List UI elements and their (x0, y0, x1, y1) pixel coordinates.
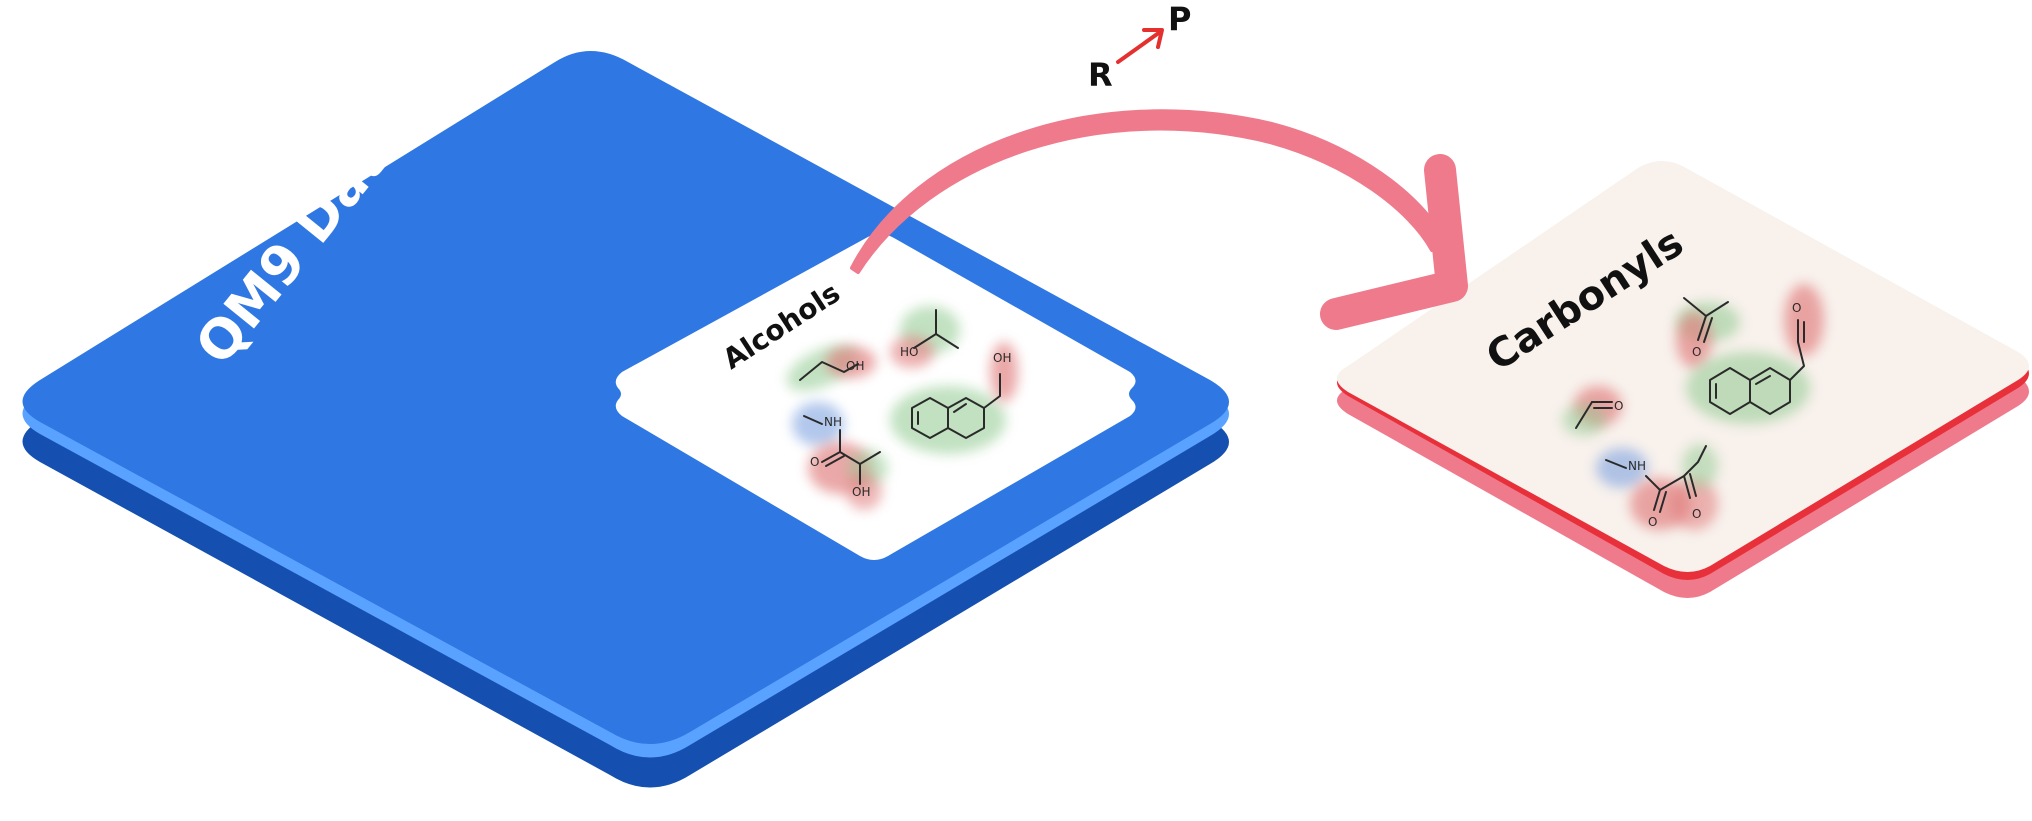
amide-n-label: NH (824, 415, 842, 429)
molecule-lactamide: NH O OH (792, 402, 888, 510)
carbonyl-o-label: O (1648, 515, 1657, 529)
carbonyls-slab-top (1337, 161, 2029, 572)
hydroxyl-label: OH (852, 485, 870, 499)
carbonyls-slab: Carbonyls O O (1337, 161, 2029, 598)
molecule-pyruvamide: NH O O (1596, 444, 1718, 530)
reactant-label: R (1088, 56, 1113, 94)
molecule-ethanol: OH (786, 345, 876, 391)
reaction-small-arrow (1116, 30, 1162, 64)
transformation-arrow (850, 109, 1468, 330)
transformation-arrow-head (1320, 154, 1468, 330)
amide-n-label: NH (1628, 459, 1646, 473)
molecule-naphthalenemethanol: OH (890, 342, 1018, 454)
molecule-isopropanol: HO (890, 306, 960, 368)
reaction-small-arrow-head (1142, 28, 1164, 49)
carbonyl-o-label: O (1692, 345, 1701, 359)
carbonyl-o-label: O (1614, 399, 1623, 413)
product-label: P (1168, 0, 1191, 38)
molecule-acetone: O (1676, 297, 1740, 368)
hydroxyl-label: OH (846, 359, 864, 373)
hydroxyl-label-short: HO (900, 345, 918, 359)
molecule-acetaldehyde: O (1562, 386, 1623, 436)
alcohols-card-shape (615, 234, 1136, 560)
carbonyl-o-label: O (1792, 301, 1801, 315)
carbonyl-o-label: O (810, 455, 819, 469)
reaction-label: R P (1088, 0, 1191, 94)
alcohols-subset-card: Alcohols OH HO (615, 234, 1136, 560)
carbonyl-o-label: O (1692, 507, 1701, 521)
hydroxyl-label: OH (993, 351, 1011, 365)
molecule-naphthaldehyde: O (1686, 284, 1824, 424)
